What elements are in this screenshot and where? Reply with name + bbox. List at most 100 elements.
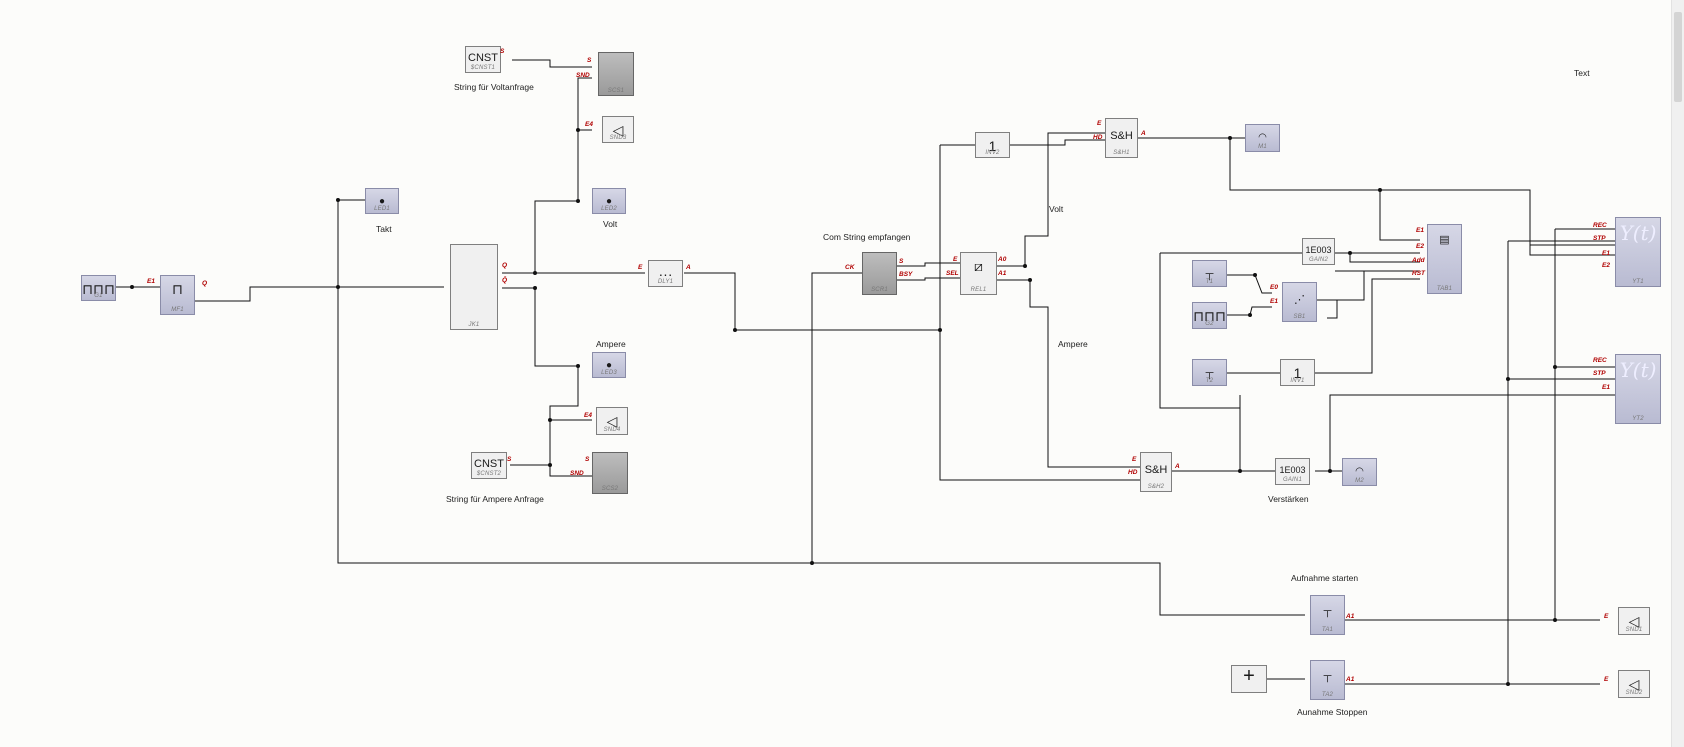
port-e2: E2 xyxy=(1602,262,1610,269)
port-a: A xyxy=(1175,463,1180,470)
port-e: E xyxy=(638,264,643,271)
port-e0: E0 xyxy=(1270,284,1278,291)
label-com-string: Com String empfangen xyxy=(823,232,911,242)
port-q: Q xyxy=(202,280,208,287)
label-aufnahme-stoppen: Aunahme Stoppen xyxy=(1297,707,1368,717)
block-sh1[interactable]: S&H S&H1 xyxy=(1105,118,1138,158)
block-m2[interactable]: ◠ M2 xyxy=(1342,458,1377,486)
label-volt-wire: Volt xyxy=(1049,204,1064,214)
switch-icon: ┬ xyxy=(1205,367,1214,379)
scrollbar-thumb[interactable] xyxy=(1674,12,1682,102)
block-cnst1[interactable]: CNST $CNST1 xyxy=(465,46,501,73)
port-a: A xyxy=(686,264,691,271)
block-g1[interactable]: ⊓⊓⊓ G1 xyxy=(81,275,116,301)
port-a1: A1 xyxy=(998,270,1007,277)
block-dly1[interactable]: ··· DLY1 xyxy=(648,260,683,287)
block-t2[interactable]: ┬ T2 xyxy=(1192,359,1227,386)
meter-icon: ◠ xyxy=(1258,132,1267,143)
speaker-icon: ◁ xyxy=(1628,676,1640,692)
port-s: S xyxy=(899,258,904,265)
block-scs1[interactable]: SCS1 xyxy=(598,52,634,96)
speaker-icon: ◁ xyxy=(606,413,618,429)
label-verstaerken: Verstärken xyxy=(1268,494,1309,504)
block-rel1[interactable]: ⧄ REL1 xyxy=(960,252,997,295)
square-wave-icon: ⊓⊓⊓ xyxy=(82,281,115,297)
port-sel: SEL xyxy=(946,270,959,277)
port-rst: RST xyxy=(1412,270,1425,277)
selector-icon: ⋰ xyxy=(1294,294,1305,306)
port-e1: E1 xyxy=(147,278,155,285)
label-string-volt: String für Voltanfrage xyxy=(454,82,534,92)
port-e4: E4 xyxy=(585,121,593,128)
label-ampere-wire: Ampere xyxy=(1058,339,1088,349)
block-snd3[interactable]: ◁ SND3 xyxy=(602,116,634,143)
block-led2[interactable]: ● LED2 xyxy=(592,188,626,214)
block-scr1[interactable]: SCR1 xyxy=(862,252,897,295)
port-s: S xyxy=(587,57,592,64)
block-scs2[interactable]: SCS2 xyxy=(592,452,628,494)
block-sb1[interactable]: ⋰ SB1 xyxy=(1282,282,1317,322)
block-inv2[interactable]: 1 INV2 xyxy=(975,132,1010,158)
label-string-ampere: String für Ampere Anfrage xyxy=(446,494,544,504)
label-ampere-led: Ampere xyxy=(596,339,626,349)
port-e2: E2 xyxy=(1416,243,1424,250)
block-yt1[interactable]: Y(t) YT1 xyxy=(1615,217,1661,287)
port-s: S xyxy=(507,456,512,463)
block-m1[interactable]: ◠ M1 xyxy=(1245,124,1280,152)
switch-icon: ┬ xyxy=(1205,268,1214,280)
block-snd1[interactable]: ◁ SND1 xyxy=(1618,607,1650,635)
block-yt2[interactable]: Y(t) YT2 xyxy=(1615,354,1661,424)
label-volt-led: Volt xyxy=(603,219,618,229)
block-t1[interactable]: ┬ T1 xyxy=(1192,260,1227,287)
block-snd4[interactable]: ◁ SND4 xyxy=(596,407,628,435)
square-wave-icon: ⊓⊓⊓ xyxy=(1193,308,1226,324)
port-q: Q xyxy=(502,262,508,269)
block-mf1[interactable]: ⊓ MF1 xyxy=(160,275,195,315)
port-qbar: Q̄ xyxy=(502,277,508,284)
block-tab1[interactable]: ▤ TAB1 xyxy=(1427,224,1462,294)
relay-icon: ⧄ xyxy=(974,258,983,274)
port-e1: E1 xyxy=(1416,227,1424,234)
port-e1: E1 xyxy=(1270,298,1278,305)
block-jk1[interactable]: JK1 xyxy=(450,244,498,330)
port-snd: SND xyxy=(576,72,590,79)
port-add: Add xyxy=(1412,257,1425,264)
port-e: E xyxy=(1097,120,1102,127)
port-s: S xyxy=(585,456,590,463)
block-gain2[interactable]: 1E003 GAIN2 xyxy=(1302,238,1335,265)
switch-icon: ┬ xyxy=(1323,670,1332,682)
meter-icon: ◠ xyxy=(1355,466,1364,477)
label-aufnahme-starten: Aufnahme starten xyxy=(1291,573,1359,583)
label-text: Text xyxy=(1574,68,1590,78)
block-ta1[interactable]: ┬ TA1 xyxy=(1310,595,1345,635)
block-gain1[interactable]: 1E003 GAIN1 xyxy=(1275,458,1310,485)
port-stp: STP xyxy=(1593,370,1606,377)
block-led1[interactable]: ● LED1 xyxy=(365,188,399,214)
port-s: S xyxy=(500,48,505,55)
port-e1: E1 xyxy=(1602,384,1610,391)
block-cnst2[interactable]: CNST $CNST2 xyxy=(471,452,507,479)
block-snd2[interactable]: ◁ SND2 xyxy=(1618,670,1650,698)
block-g2[interactable]: ⊓⊓⊓ G2 xyxy=(1192,302,1227,329)
port-hd: HD xyxy=(1128,469,1138,476)
block-led3[interactable]: ● LED3 xyxy=(592,352,626,378)
port-e: E xyxy=(1132,456,1137,463)
port-a0: A0 xyxy=(998,256,1007,263)
block-plus[interactable]: + xyxy=(1231,665,1267,693)
port-a1: A1 xyxy=(1346,676,1355,683)
port-ck: CK xyxy=(845,264,855,271)
speaker-icon: ◁ xyxy=(1628,613,1640,629)
block-ta2[interactable]: ┬ TA2 xyxy=(1310,660,1345,700)
vertical-scrollbar[interactable] xyxy=(1671,0,1684,747)
speaker-icon: ◁ xyxy=(612,122,624,138)
led-icon: ● xyxy=(605,360,613,371)
port-stp: STP xyxy=(1593,235,1606,242)
port-e: E xyxy=(953,256,958,263)
port-e: E xyxy=(1604,676,1609,683)
switch-icon: ┬ xyxy=(1323,605,1332,617)
port-a1: A1 xyxy=(1346,613,1355,620)
block-inv1[interactable]: 1 INV1 xyxy=(1280,359,1315,386)
port-e4: E4 xyxy=(584,412,592,419)
block-sh2[interactable]: S&H S&H2 xyxy=(1140,452,1172,492)
